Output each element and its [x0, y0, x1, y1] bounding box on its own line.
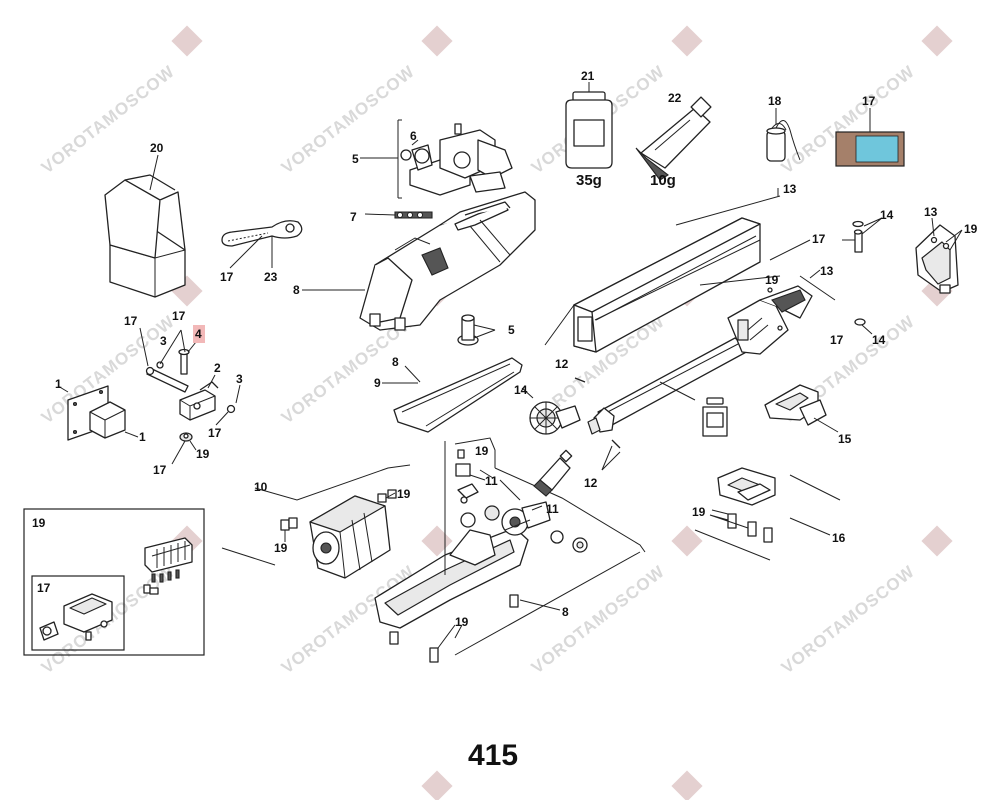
callout-label: 18: [768, 94, 782, 108]
callout-label: 19: [397, 487, 411, 501]
callout-label: 17: [208, 426, 222, 440]
gasket-part: [382, 357, 523, 433]
terminal-block-part: [143, 537, 193, 595]
spindle-assembly-part: [587, 269, 836, 435]
callout-label: 1: [55, 377, 62, 391]
highlight-marker: [193, 325, 205, 343]
callout-label: 16: [832, 531, 846, 545]
callout-label: 17: [37, 581, 51, 595]
callout-label: 8: [293, 283, 300, 297]
callout-labels: 20 17 23 17 17 4 3 2 3 1 1 17 17 19 5 6 …: [32, 69, 978, 629]
callout-label: 14: [872, 333, 886, 347]
callout-label: 8: [562, 605, 569, 619]
watermark-text: VOROTAMOSCOW: [278, 62, 419, 178]
callout-label: 5: [508, 323, 515, 337]
page-number: 415: [468, 739, 518, 772]
small-pin-part: [842, 217, 883, 253]
callout-label: 9: [374, 376, 381, 390]
bolt-part: [178, 325, 205, 375]
fork-bracket-part: [179, 374, 219, 421]
grease-tube-quantity: 10g: [650, 172, 676, 189]
watermark-text: VOROTAMOSCOW: [528, 562, 669, 678]
callout-label: 17: [862, 94, 876, 108]
callout-label: 17: [153, 463, 167, 477]
callout-label: 19: [196, 447, 210, 461]
callout-label: 7: [350, 210, 357, 224]
callout-label: 19: [964, 222, 978, 236]
grease-tube-small-part: [533, 449, 573, 497]
callout-label: 19: [274, 541, 288, 555]
callout-label: 11: [546, 502, 559, 516]
callout-label: 19: [692, 505, 706, 519]
o-ring-part: [854, 318, 873, 335]
release-key-part: [221, 220, 303, 269]
screw-part: [574, 377, 621, 471]
adhesive-pad-part: [835, 108, 905, 167]
callout-label: 19: [765, 273, 779, 287]
end-bracket-part: [915, 217, 963, 294]
callout-label: 6: [410, 129, 417, 143]
junction-box-part: [39, 593, 113, 641]
grease-jar-quantity: 35g: [576, 172, 602, 189]
support-bracket-part: [694, 467, 841, 561]
motor-cover-part: [302, 191, 536, 331]
callout-label: 15: [838, 432, 852, 446]
capacitor-part: [766, 108, 801, 162]
callout-label: 12: [555, 357, 569, 371]
callout-label: 20: [150, 141, 164, 155]
callout-label: 17: [830, 333, 844, 347]
grease-jar-small-part: [702, 397, 728, 437]
callout-label: 2: [214, 361, 221, 375]
electrical-kit-box: [23, 508, 205, 656]
drive-shaft-part: [457, 314, 496, 346]
callout-label: 21: [581, 69, 595, 83]
callout-label: 4: [195, 327, 202, 341]
small-parts: [139, 327, 241, 465]
callout-label: 5: [352, 152, 359, 166]
wire-clip-part: [364, 211, 433, 219]
callout-label: 13: [924, 205, 938, 219]
callout-label: 3: [236, 372, 243, 386]
callout-label: 13: [783, 182, 797, 196]
callout-label: 12: [584, 476, 598, 490]
release-mechanism-part: [360, 119, 513, 199]
callout-label: 23: [264, 270, 278, 284]
worm-gear-part: [521, 387, 581, 435]
watermark-text: VOROTAMOSCOW: [778, 562, 919, 678]
screw-set-part: [455, 449, 479, 504]
callout-label: 19: [32, 516, 46, 530]
callout-label: 17: [124, 314, 138, 328]
callout-label: 11: [485, 474, 498, 488]
callout-label: 19: [475, 444, 489, 458]
callout-label: 14: [514, 383, 528, 397]
grease-jar-part: [565, 82, 613, 169]
callout-label: 14: [880, 208, 894, 222]
base-housing-part: [374, 437, 646, 663]
pin-part: [145, 361, 189, 393]
callout-label: 17: [220, 270, 234, 284]
outer-tube-part: [544, 188, 811, 353]
rear-bracket-part: [57, 385, 139, 441]
callout-label: 17: [812, 232, 826, 246]
callout-label: 13: [820, 264, 834, 278]
electric-motor-part: [221, 464, 411, 579]
front-bracket-part: [764, 384, 839, 433]
box-part: [104, 154, 186, 298]
callout-label: 22: [668, 91, 682, 105]
callout-label: 1: [139, 430, 146, 444]
callout-label: 17: [172, 309, 186, 323]
callout-label: 19: [455, 615, 469, 629]
callout-label: 10: [254, 480, 268, 494]
callout-label: 3: [160, 334, 167, 348]
grease-tube-part: [635, 96, 712, 181]
callout-label: 8: [392, 355, 399, 369]
